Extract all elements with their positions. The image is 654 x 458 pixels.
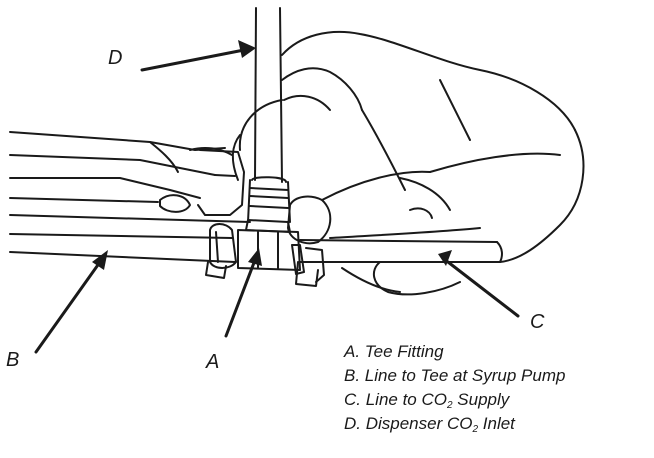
legend-item-c: C. Line to CO2 Supply [344,388,565,412]
leader-arrows [34,48,520,354]
legend-item-c-suffix: Supply [452,390,510,409]
arrow-b-head [92,250,108,270]
hand-outline [232,30,585,296]
arrow-a-head [248,248,262,266]
arrow-d-head [238,40,256,58]
callout-d: D [108,47,123,69]
legend-item-c-prefix: C. Line to CO [344,390,447,409]
tee-fitting [237,219,301,271]
legend-item-c-subscript: 2 [447,400,453,411]
arrow-c-head [438,250,452,266]
legend-item-d-prefix: D. Dispenser CO [344,414,473,433]
legend-item-a: A. Tee Fitting [344,342,444,361]
legend-item-b: B. Line to Tee at Syrup Pump [344,366,566,385]
callout-a: A [206,351,220,373]
syrup-pump-bracket [9,131,251,223]
legend: A. Tee Fitting B. Line to Tee at Syrup P… [344,340,565,436]
legend-item-d-suffix: Inlet [478,414,515,433]
tube-clamps [205,223,325,287]
legend-item-d: D. Dispenser CO2 Inlet [344,412,565,436]
line-c-tube [299,239,503,263]
line-b-tube [9,233,236,263]
callout-c: C [530,311,545,333]
legend-item-d-subscript: 2 [472,424,479,435]
dispenser-inlet-tube [247,7,291,223]
callout-b: B [6,349,20,371]
